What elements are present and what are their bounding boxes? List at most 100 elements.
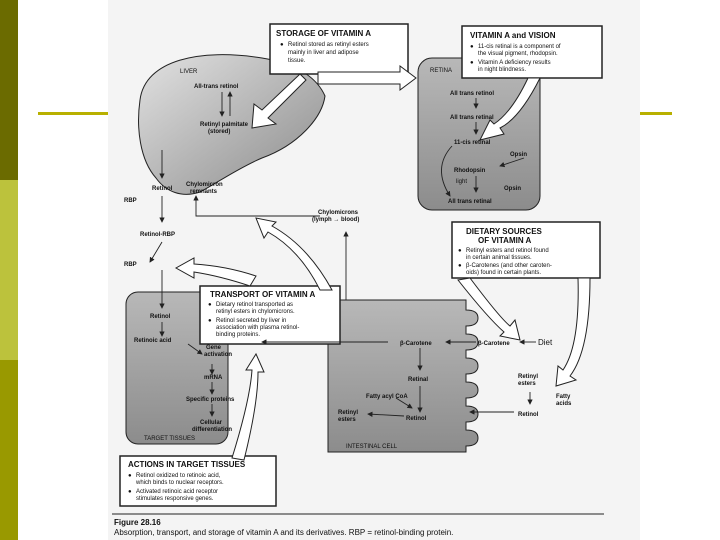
dietary-title-2: OF VITAMIN A	[478, 236, 532, 245]
chylomicron-remnants-2: remnants	[190, 189, 218, 195]
liver-to-retina-arrow	[317, 65, 417, 91]
storage-bullet-marker: ●	[280, 42, 284, 48]
actions-b1-l2: which binds to nuclear receptors.	[135, 480, 224, 486]
transport-to-blood-arrow	[174, 257, 257, 287]
target-tissues-label: TARGET TISSUES	[144, 436, 195, 442]
slide-strip-dark	[0, 0, 18, 180]
liver-stored: (stored)	[208, 129, 230, 135]
transport-b2-l1: Retinol secreted by liver in	[216, 318, 286, 324]
dietary-bullet-1: ●	[458, 248, 462, 254]
storage-b1-l3: tissue.	[288, 58, 306, 64]
dietary-bullet-2: ●	[458, 263, 462, 269]
intestinal-cell-shape	[327, 299, 479, 453]
intestine-beta-carotene-1: β-Carotene	[400, 341, 432, 347]
transport-to-chylo-arrow	[255, 217, 333, 291]
storage-callout-box	[269, 23, 409, 75]
transport-b2-l2: association with plasma retinol-	[216, 325, 299, 331]
actions-b2-l1: Activated retinoic acid receptor	[136, 489, 218, 495]
vision-callout-box	[461, 25, 603, 79]
target-retinol: Retinol	[150, 314, 171, 320]
retina-opsin: Opsin	[510, 152, 527, 158]
actions-b1-l1: Retinol oxidized to retinoic acid,	[136, 473, 221, 479]
vision-b2-l1: Vitamin A deficiency results	[478, 60, 551, 66]
dietary-b2-l1: β-Carotenes (and other caroten-	[466, 263, 552, 269]
retina-all-trans-retinal-2: All trans retinal	[448, 199, 492, 205]
transport-b2-l3: binding proteins.	[216, 332, 260, 338]
intestine-retinol-2: Retinol	[518, 412, 539, 418]
intestine-retinyl-2: Retinyl	[338, 410, 358, 416]
chylomicrons-label: Chylomicrons	[318, 210, 359, 216]
target-activation: activation	[204, 352, 232, 358]
vision-to-retina-arrow	[479, 77, 541, 141]
intestinal-cell-label: INTESTINAL CELL	[346, 444, 398, 450]
intestine-fatty: Fatty	[556, 394, 571, 400]
vision-b2-l2: in night blindness.	[478, 67, 526, 73]
retina-opsin-2: Opsin	[504, 186, 521, 192]
dietary-b1-l1: Retinyl esters and retinol found	[466, 248, 549, 254]
rbp-label-2: RBP	[124, 262, 137, 268]
storage-to-liver-arrow	[251, 73, 307, 129]
intestine-esters: esters	[518, 381, 536, 387]
dietary-to-retinyl-arrow	[555, 277, 591, 387]
vision-title: VITAMIN A and VISION	[470, 31, 556, 40]
storage-b1-l2: mainly in liver and adipose	[288, 50, 359, 56]
actions-callout-box	[119, 455, 277, 507]
intestine-fatty-acyl: Fatty acyl CoA	[366, 394, 408, 400]
slide-strip-light	[0, 180, 18, 360]
dietary-b2-l2: oids) found in certain plants.	[466, 270, 541, 276]
target-retinoic-acid: Retinoic acid	[134, 338, 172, 344]
liver-shape	[138, 54, 326, 195]
target-differentiation: differentiation	[192, 427, 232, 433]
transport-callout-box	[199, 285, 341, 345]
liver-retinol: Retinol	[152, 186, 173, 192]
actions-bullet-2: ●	[128, 489, 132, 495]
figure-caption: Absorption, transport, and storage of vi…	[114, 528, 453, 537]
transport-bullet-2: ●	[208, 318, 212, 324]
target-mrna: mRNA	[204, 375, 223, 381]
intestine-diet: Diet	[538, 338, 553, 347]
liver-all-trans-retinol: All-trans retinol	[194, 84, 239, 90]
intestine-retinol-1: Retinol	[406, 416, 427, 422]
pathway-arrows	[149, 91, 536, 417]
transport-bullet-1: ●	[208, 302, 212, 308]
liver-label: LIVER	[180, 69, 198, 75]
actions-to-target-arrow	[231, 352, 265, 461]
figure-number: Figure 28.16	[114, 518, 161, 527]
storage-b1-l1: Retinol stored as retinyl esters	[288, 42, 369, 48]
storage-title: STORAGE OF VITAMIN A	[276, 29, 371, 38]
dietary-b1-l2: in certain animal tissues.	[466, 255, 532, 261]
intestine-acids: acids	[556, 401, 572, 407]
vision-bullet-2: ●	[470, 60, 474, 66]
chylomicrons-sub-label: (lymph → blood)	[312, 217, 359, 223]
intestine-beta-carotene-2: β-Carotene	[478, 341, 510, 347]
intestine-retinal: Retinal	[408, 377, 428, 383]
dietary-callout-box	[451, 221, 601, 279]
retina-rhodopsin: Rhodopsin	[454, 168, 486, 174]
transport-b1-l1: Dietary retinol transported as	[216, 302, 293, 308]
intestine-esters-2: esters	[338, 417, 356, 423]
target-cellular: Cellular	[200, 420, 223, 426]
target-specific-proteins: Specific proteins	[186, 397, 235, 403]
liver-retinyl-palmitate: Retinyl palmitate	[200, 122, 249, 128]
actions-b2-l2: stimulates responsive genes.	[136, 496, 214, 502]
title-rule-right	[640, 112, 672, 115]
retina-all-trans-retinal: All trans retinal	[450, 115, 494, 121]
intestine-retinyl: Retinyl	[518, 374, 538, 380]
chylomicron-remnants-1: Chylomicron	[186, 182, 223, 188]
retinol-rbp-label: Retinol-RBP	[140, 232, 175, 238]
rbp-label: RBP	[124, 198, 137, 204]
slide-strip-mid	[0, 360, 18, 540]
vision-b1-l1: 11-cis retinal is a component of	[478, 44, 561, 50]
dietary-to-diet-arrow	[457, 277, 521, 341]
retina-11-cis-retinal: 11-cis retinal	[454, 140, 491, 146]
retina-all-trans-retinol: All trans retinol	[450, 91, 494, 97]
vision-b1-l2: the visual pigment, rhodopsin.	[478, 51, 558, 57]
dietary-title-1: DIETARY SOURCES	[466, 227, 543, 236]
retina-light: light	[456, 179, 467, 185]
actions-title: ACTIONS IN TARGET TISSUES	[128, 460, 246, 469]
retina-box	[417, 57, 541, 211]
transport-b1-l2: retinyl esters in chylomicrons.	[216, 309, 295, 315]
actions-bullet-1: ●	[128, 473, 132, 479]
retina-label: RETINA	[430, 68, 452, 74]
